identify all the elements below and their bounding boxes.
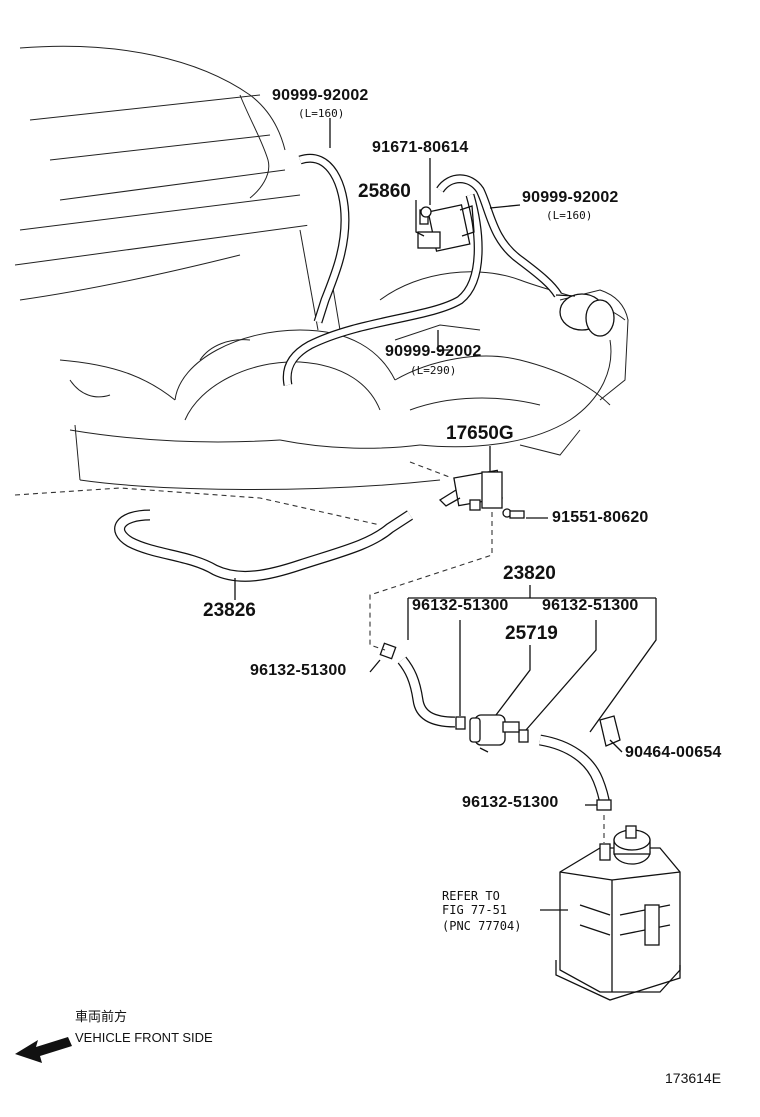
canister-part xyxy=(555,825,681,1001)
label-bolt-middle: 91551-80620 xyxy=(552,509,649,526)
label-front-en: VEHICLE FRONT SIDE xyxy=(75,1030,213,1045)
label-hose-right: 90999-92002 xyxy=(522,189,619,206)
leader-lines xyxy=(234,118,657,911)
label-hose-mid: 90999-92002 xyxy=(385,343,482,360)
label-clip-bottom: 96132-51300 xyxy=(462,794,559,811)
label-hose-top-left-length: (L=160) xyxy=(298,107,345,120)
label-vsv-top: 25860 xyxy=(358,181,411,202)
label-clip-b: 96132-51300 xyxy=(542,597,639,614)
label-hose-top-left: 90999-92002 xyxy=(272,87,369,104)
label-hose-mid-length: (L=290) xyxy=(410,364,457,377)
hoses xyxy=(114,153,611,806)
guide-lines xyxy=(369,461,605,843)
label-refer-line3: (PNC 77704) xyxy=(442,919,522,933)
label-hose-lower-left: 23826 xyxy=(203,600,256,621)
label-refer-line1: REFER TO xyxy=(442,889,500,903)
front-side-arrow-icon xyxy=(15,1037,72,1063)
vsv-top-part xyxy=(417,204,475,252)
filter-part xyxy=(469,714,520,753)
label-clip-left: 96132-51300 xyxy=(250,662,347,679)
label-refer-line2: FIG 77-51 xyxy=(442,903,508,917)
label-clamp-right: 90464-00654 xyxy=(625,744,722,761)
vsv-middle-part xyxy=(438,469,525,519)
hose-clips xyxy=(379,642,621,811)
label-hose-right-length: (L=160) xyxy=(546,209,593,222)
label-filter: 25719 xyxy=(505,623,558,644)
label-front-jp: 車両前方 xyxy=(75,1009,128,1024)
label-hose-set: 23820 xyxy=(503,563,556,584)
figure-id: 173614E xyxy=(665,1070,722,1086)
throttle-fitting xyxy=(555,293,615,337)
label-vsv-middle: 17650G xyxy=(446,423,514,444)
label-clip-a: 96132-51300 xyxy=(412,597,509,614)
label-bolt-top: 91671-80614 xyxy=(372,139,469,156)
